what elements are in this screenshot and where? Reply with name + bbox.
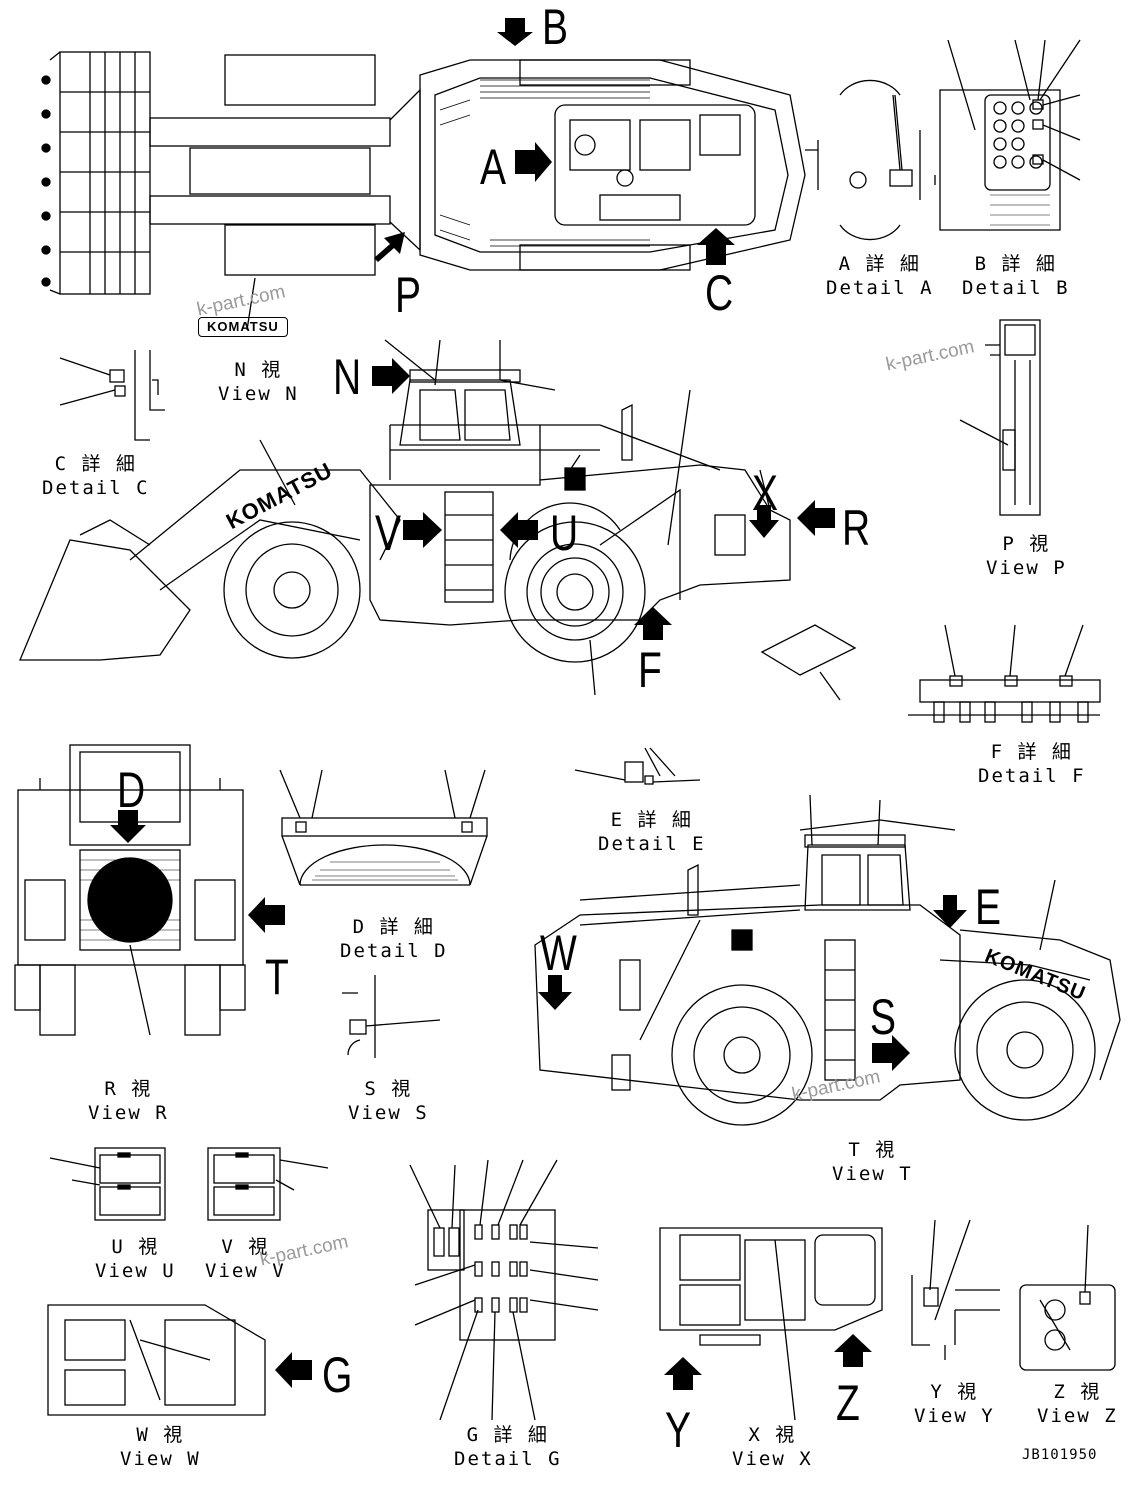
view-z-drawing (1019, 1224, 1116, 1371)
view-w-drawing (47, 1304, 266, 1416)
label-view-x: X 視 View X (732, 1423, 813, 1471)
label-view-y: Y 視 View Y (914, 1380, 995, 1428)
label-jp: T 視 (848, 1139, 897, 1161)
detail-a-drawing (805, 79, 936, 241)
label-view-v: V 視 View V (205, 1235, 286, 1283)
detail-e-drawing (574, 747, 701, 785)
callout-letter-e: E (975, 879, 1002, 935)
label-en: View T (832, 1163, 913, 1185)
callout-arrows (110, 18, 967, 1390)
label-en: View P (986, 557, 1067, 579)
label-en: View Y (914, 1405, 995, 1427)
label-jp: S 視 (364, 1078, 413, 1100)
label-en: View V (205, 1260, 286, 1282)
label-en: View W (120, 1448, 201, 1470)
callout-letter-x: X (752, 465, 779, 521)
label-detail-e: E 詳 細 Detail E (598, 808, 706, 856)
label-jp: U 視 (111, 1236, 160, 1258)
detail-f-drawing (908, 624, 1101, 723)
detail-g-drawing (409, 1159, 599, 1421)
label-jp: G 詳 細 (466, 1424, 549, 1446)
callout-letter-n: N (333, 349, 362, 405)
label-jp: X 視 (748, 1424, 797, 1446)
label-en: View X (732, 1448, 813, 1470)
label-jp: V 視 (221, 1236, 270, 1258)
callout-letter-d: D (117, 762, 146, 818)
diamond-label-plate (760, 624, 857, 701)
label-jp: D 詳 細 (352, 916, 435, 938)
detail-b-drawing (939, 39, 1081, 231)
label-detail-d: D 詳 細 Detail D (340, 915, 448, 963)
label-en: Detail E (598, 833, 706, 855)
label-view-n: N 視 View N (218, 358, 299, 406)
label-en: View U (95, 1260, 176, 1282)
label-view-u: U 視 View U (95, 1235, 176, 1283)
view-r-drawing (14, 744, 246, 1036)
label-en: View Z (1037, 1405, 1118, 1427)
label-jp: Z 視 (1053, 1381, 1102, 1403)
label-jp: B 詳 細 (974, 253, 1057, 275)
callout-letter-y: Y (665, 1402, 692, 1458)
label-detail-c: C 詳 細 Detail C (42, 452, 150, 500)
callout-letter-p: P (395, 267, 422, 323)
callout-letter-b: B (542, 0, 569, 55)
label-view-s: S 視 View S (348, 1077, 429, 1125)
label-detail-a: A 詳 細 Detail A (826, 252, 934, 300)
detail-d-drawing (279, 769, 488, 886)
label-detail-g: G 詳 細 Detail G (454, 1423, 562, 1471)
label-jp: N 視 (234, 359, 283, 381)
label-view-t: T 視 View T (832, 1138, 913, 1186)
label-en: Detail A (826, 277, 934, 299)
view-y-drawing (911, 1219, 1000, 1360)
label-jp: A 詳 細 (838, 253, 921, 275)
label-en: Detail F (978, 765, 1086, 787)
drawing-number: JB101950 (1022, 1447, 1098, 1463)
callout-letter-t: T (265, 949, 289, 1005)
callout-letter-g: G (322, 1347, 353, 1403)
callout-letter-f: F (638, 642, 662, 698)
callout-letter-r: R (842, 500, 871, 556)
label-en: Detail G (454, 1448, 562, 1470)
view-x-drawing (659, 1227, 883, 1421)
callout-letter-z: Z (836, 1375, 860, 1431)
callout-letter-s: S (870, 989, 897, 1045)
label-detail-b: B 詳 細 Detail B (962, 252, 1070, 300)
detail-c-drawing (59, 350, 165, 441)
callout-letter-u: U (550, 505, 579, 561)
brand-plate-view-n: KOMATSU (198, 317, 288, 337)
side-view-loader-left (19, 369, 791, 663)
label-jp: E 詳 細 (610, 809, 693, 831)
view-s-drawing (342, 975, 441, 1058)
label-en: Detail D (340, 940, 448, 962)
top-view-loader (41, 51, 806, 295)
label-jp: W 視 (136, 1424, 185, 1446)
view-v-drawing (207, 1147, 329, 1221)
callout-letter-w: W (540, 925, 577, 981)
label-jp: C 詳 細 (54, 453, 137, 475)
label-en: Detail C (42, 477, 150, 499)
label-jp: R 視 (104, 1078, 153, 1100)
label-jp: P 視 (1002, 533, 1051, 555)
label-view-w: W 視 View W (120, 1423, 201, 1471)
label-jp: F 詳 細 (990, 741, 1073, 763)
callout-letter-v: V (375, 505, 402, 561)
label-en: Detail B (962, 277, 1070, 299)
view-u-drawing (49, 1147, 166, 1221)
view-p-drawing (959, 319, 1041, 516)
label-view-r: R 視 View R (88, 1077, 169, 1125)
label-detail-f: F 詳 細 Detail F (978, 740, 1086, 788)
leader-lines (246, 94, 1056, 951)
label-view-z: Z 視 View Z (1037, 1380, 1118, 1428)
label-en: View S (348, 1102, 429, 1124)
label-en: View N (218, 383, 299, 405)
label-jp: Y 視 (930, 1381, 979, 1403)
callout-letter-c: C (705, 265, 734, 321)
label-view-p: P 視 View P (986, 532, 1067, 580)
label-en: View R (88, 1102, 169, 1124)
view-t-drawing (534, 834, 1121, 1126)
callout-letter-a: A (480, 139, 507, 195)
